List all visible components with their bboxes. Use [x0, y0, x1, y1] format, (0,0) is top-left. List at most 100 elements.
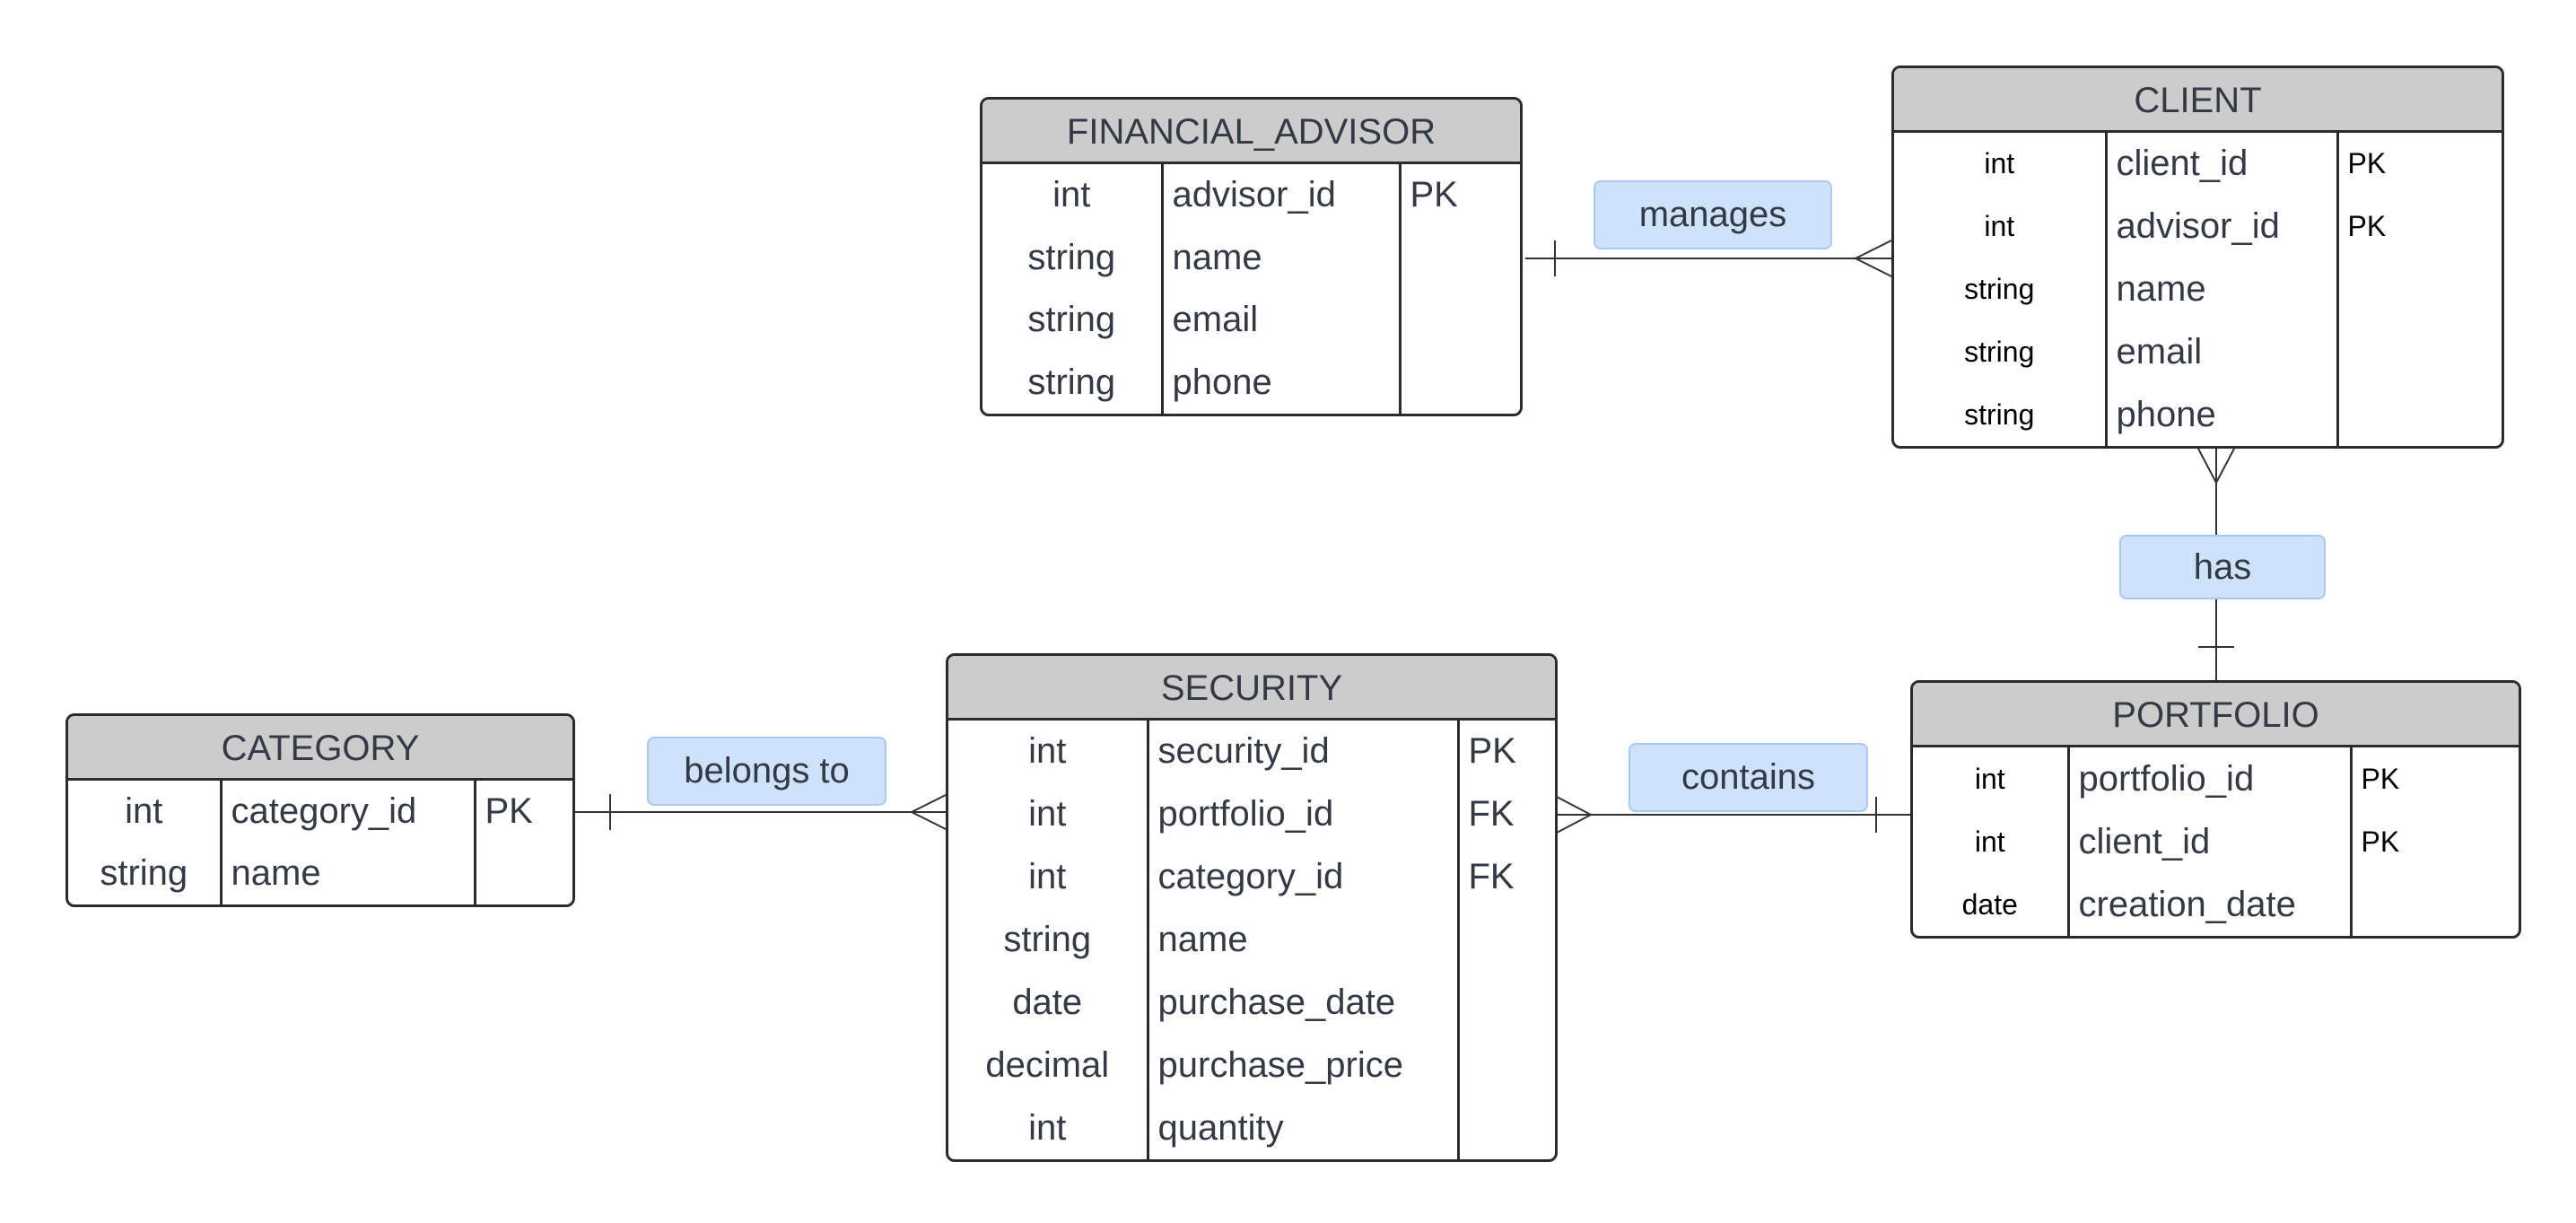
entity-client[interactable]: CLIENT int client_id PK int advisor_id P…	[1891, 66, 2504, 449]
field-name: category_id	[221, 781, 476, 843]
entity-title: CLIENT	[1894, 68, 2502, 133]
table-row: int advisor_id PK	[982, 164, 1520, 227]
has-many-marker	[2197, 448, 2235, 485]
field-type: int	[982, 164, 1164, 227]
manages-many-marker	[1853, 240, 1892, 277]
field-name: email	[1162, 289, 1402, 352]
field-name: portfolio_id	[1148, 782, 1460, 846]
field-key	[2337, 383, 2502, 446]
field-name: security_id	[1148, 721, 1460, 783]
field-key: PK	[1410, 175, 1458, 215]
field-key	[1458, 971, 1555, 1034]
field-type: int	[948, 1096, 1149, 1159]
field-key: PK	[485, 791, 533, 831]
field-name: purchase_date	[1148, 971, 1460, 1035]
field-name: email	[2106, 320, 2339, 384]
field-name: phone	[1162, 351, 1402, 414]
table-row: int client_id PK	[1894, 133, 2502, 196]
field-name: creation_date	[2068, 873, 2353, 936]
field-name: advisor_id	[2106, 195, 2339, 258]
relationship-label-manages[interactable]: manages	[1594, 180, 1832, 249]
field-key: FK	[1468, 857, 1515, 897]
table-row: int category_id PK	[68, 781, 572, 843]
field-key: PK	[2361, 762, 2400, 795]
field-name: portfolio_id	[2068, 747, 2353, 810]
field-type: date	[1913, 873, 2070, 936]
table-row: string name	[1894, 258, 2502, 321]
table-row: int category_id FK	[948, 845, 1555, 909]
field-key	[1458, 909, 1555, 972]
table-row: int advisor_id PK	[1894, 195, 2502, 258]
field-type: int	[948, 845, 1149, 909]
field-key: PK	[1468, 731, 1516, 772]
field-key	[2351, 873, 2519, 936]
field-key	[1400, 289, 1520, 352]
field-key	[2337, 258, 2502, 321]
field-key: PK	[2347, 147, 2387, 180]
entity-financial-advisor[interactable]: FINANCIAL_ADVISOR int advisor_id PK stri…	[980, 97, 1523, 416]
field-type: string	[982, 226, 1164, 289]
table-row: int security_id PK	[948, 721, 1555, 783]
field-name: name	[221, 843, 476, 904]
field-type: int	[68, 781, 223, 843]
field-type: int	[948, 721, 1149, 783]
field-name: quantity	[1148, 1096, 1460, 1159]
field-type: string	[1894, 320, 2108, 384]
field-name: category_id	[1148, 845, 1460, 909]
table-row: int portfolio_id FK	[948, 782, 1555, 846]
field-type: int	[948, 782, 1149, 846]
table-row: date purchase_date	[948, 971, 1555, 1035]
table-row: string name	[68, 843, 572, 904]
entity-category[interactable]: CATEGORY int category_id PK string name	[65, 713, 575, 907]
field-key: PK	[2361, 825, 2400, 858]
relationship-label-belongs-to[interactable]: belongs to	[647, 737, 886, 806]
field-key	[1458, 1096, 1555, 1159]
entity-title: FINANCIAL_ADVISOR	[982, 100, 1520, 164]
entity-security[interactable]: SECURITY int security_id PK int portfoli…	[946, 653, 1558, 1162]
field-key	[475, 843, 572, 904]
field-type: string	[982, 289, 1164, 352]
field-type: string	[1894, 383, 2108, 446]
field-key	[2337, 320, 2502, 383]
field-name: client_id	[2106, 133, 2339, 196]
belongs-to-many-marker	[909, 793, 948, 831]
field-key	[1400, 227, 1520, 290]
table-row: string name	[948, 908, 1555, 972]
table-row: decimal purchase_price	[948, 1034, 1555, 1097]
field-type: decimal	[948, 1034, 1149, 1097]
entity-portfolio[interactable]: PORTFOLIO int portfolio_id PK int client…	[1910, 680, 2521, 939]
table-row: date creation_date	[1913, 873, 2519, 936]
field-type: int	[1913, 810, 2070, 873]
field-name: advisor_id	[1162, 164, 1402, 227]
field-name: name	[2106, 258, 2339, 321]
field-type: date	[948, 971, 1149, 1035]
table-row: string email	[982, 289, 1520, 352]
table-row: int quantity	[948, 1096, 1555, 1159]
table-row: string name	[982, 226, 1520, 290]
field-type: string	[1894, 258, 2108, 321]
field-type: string	[948, 908, 1149, 972]
field-key: FK	[1468, 794, 1515, 834]
field-type: int	[1913, 747, 2070, 810]
table-row: string phone	[1894, 383, 2502, 446]
field-name: name	[1162, 226, 1402, 289]
field-name: purchase_price	[1148, 1034, 1460, 1097]
entity-title: CATEGORY	[68, 716, 572, 781]
table-row: string email	[1894, 320, 2502, 384]
field-type: string	[982, 351, 1164, 414]
relationship-label-contains[interactable]: contains	[1629, 743, 1868, 812]
table-row: int client_id PK	[1913, 810, 2519, 873]
field-name: name	[1148, 908, 1460, 972]
contains-many-marker	[1556, 796, 1594, 834]
field-key	[1400, 352, 1520, 415]
field-type: string	[68, 843, 223, 904]
field-name: client_id	[2068, 810, 2353, 873]
entity-title: SECURITY	[948, 656, 1555, 721]
table-row: int portfolio_id PK	[1913, 747, 2519, 810]
field-type: int	[1894, 133, 2108, 196]
table-row: string phone	[982, 351, 1520, 415]
relationship-label-has[interactable]: has	[2119, 535, 2326, 599]
entity-title: PORTFOLIO	[1913, 683, 2519, 747]
field-key: PK	[2347, 210, 2387, 243]
